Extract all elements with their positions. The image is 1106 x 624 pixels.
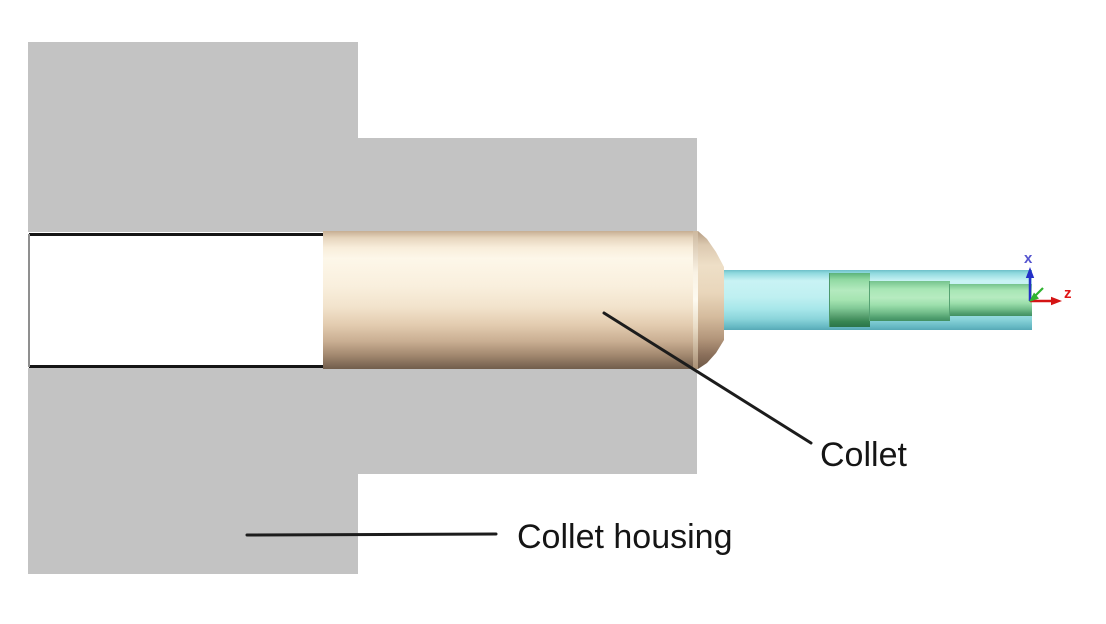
- coordinate-triad: x z: [1024, 250, 1072, 306]
- housing-bore-cavity: [30, 236, 323, 365]
- bore-top-edge-line: [29, 233, 326, 236]
- green-shaft-step-large: [829, 273, 870, 327]
- green-shaft-step-small: [949, 284, 1032, 316]
- z-axis-label: z: [1064, 285, 1072, 302]
- y-axis-arrowhead: [1029, 292, 1039, 302]
- collet-housing-bottom-block: [28, 474, 358, 574]
- y-axis-arrow: [1034, 287, 1044, 297]
- bore-back-edge-line: [28, 234, 30, 367]
- bore-bottom-edge-line: [29, 365, 326, 368]
- collet-housing-top-step: [358, 138, 697, 232]
- collet-housing-bottom-step: [28, 368, 697, 474]
- collet-body-cylinder: [323, 231, 694, 369]
- green-shaft-step-medium: [869, 281, 950, 321]
- collet-front-edge-highlight: [693, 231, 698, 369]
- collet-housing-top-block: [28, 42, 358, 232]
- collet-nose-cone: [698, 231, 724, 369]
- x-axis-arrowhead: [1025, 267, 1035, 278]
- collet-label: Collet: [820, 436, 907, 474]
- collet-housing-label: Collet housing: [517, 518, 733, 556]
- x-axis-label: x: [1024, 250, 1033, 267]
- z-axis-arrowhead: [1051, 296, 1062, 306]
